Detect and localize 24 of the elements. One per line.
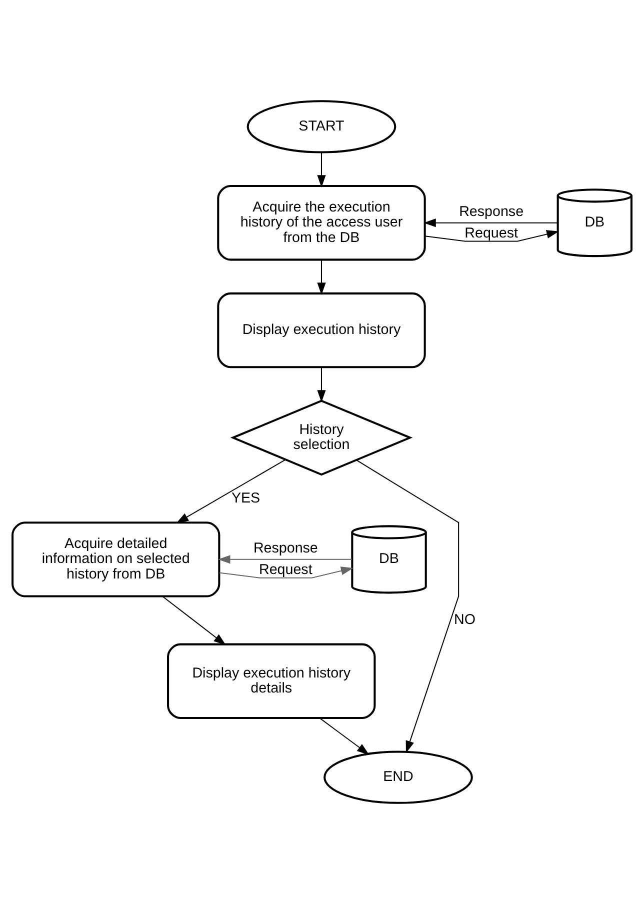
arrow [219, 566, 354, 578]
edge-label: Request [259, 562, 312, 578]
arrow [162, 596, 226, 646]
arrow [317, 367, 326, 402]
node-box: Acquire the execution history of the access user from the DB [217, 184, 426, 261]
arrow [317, 260, 326, 295]
edge-label: NO [454, 612, 476, 628]
node-box: Display execution history [217, 292, 426, 368]
arrow [424, 218, 558, 228]
node-diamond: History selection [230, 400, 413, 476]
node-box: Display execution history details [167, 643, 376, 720]
edge-label: YES [231, 490, 260, 506]
node-box: Acquire detailed information on selected history from DB [12, 522, 220, 598]
arrow [356, 460, 460, 754]
edge-label: Response [459, 204, 524, 220]
node-ellipse: START [246, 100, 396, 154]
node-ellipse: END [324, 750, 473, 804]
arrow [176, 459, 286, 524]
edge-label: Response [253, 540, 318, 556]
arrow [319, 718, 370, 755]
edge-label: Request [464, 225, 518, 242]
arrow [218, 555, 352, 564]
arrow [425, 230, 559, 242]
arrow [317, 152, 326, 188]
